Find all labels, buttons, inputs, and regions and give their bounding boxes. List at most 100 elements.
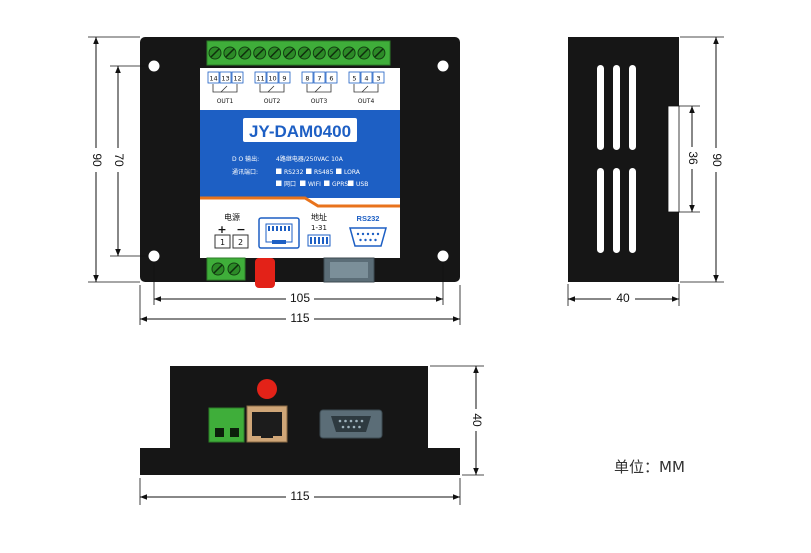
do-output-value: 4路继电器/250VAC 10A xyxy=(276,155,344,163)
relay-pin-box xyxy=(313,71,326,84)
relay-pin-number: 13 xyxy=(221,75,229,83)
dim-bottom-width: 115 xyxy=(290,489,309,503)
comm-port-label: 通讯端口: xyxy=(232,168,258,176)
relay-wiring-line xyxy=(353,84,379,93)
comm-option-label: RS485 xyxy=(314,169,334,176)
db9-pins-icon xyxy=(356,232,380,242)
relay-output-label: OUT1 xyxy=(217,98,234,105)
relay-pin-number: 4 xyxy=(364,75,368,83)
comm-option-label: 网口 xyxy=(284,181,296,188)
bottom-power-terminal xyxy=(208,407,245,443)
relay-pin-box xyxy=(219,71,232,84)
rs232-label: RS232 xyxy=(357,214,380,223)
relay-switch-symbol xyxy=(314,85,322,93)
bottom-db9-pins xyxy=(338,419,364,429)
bottom-case-flange xyxy=(140,448,460,475)
terminal-screw-slot xyxy=(255,48,265,58)
dim-front-width: 115 xyxy=(290,311,309,325)
relay-pin-box xyxy=(325,71,338,84)
db9-shell-front xyxy=(330,262,368,278)
do-output-label: D O 输出: xyxy=(232,155,259,163)
db9-port-icon xyxy=(349,227,387,247)
terminal-screw-slot xyxy=(344,48,354,58)
bottom-dimensions: 40 115 xyxy=(139,365,484,505)
relay-output-label: OUT2 xyxy=(264,98,281,105)
relay-pin-number: 6 xyxy=(329,75,333,83)
comm-option-label: USB xyxy=(356,181,368,188)
dim-front-height: 90 xyxy=(90,153,104,167)
power-pin1-box xyxy=(214,234,231,249)
terminal-screw-slot xyxy=(359,48,369,58)
power-label: 电源 xyxy=(224,212,240,222)
bottom-db9-shell xyxy=(331,416,371,432)
relay-wiring-line xyxy=(259,84,285,93)
relay-pin-number: 12 xyxy=(233,75,241,83)
terminal-screw-slot xyxy=(210,48,220,58)
comm-options-row1: RS232 RS485 LORA xyxy=(276,168,361,176)
relay-pin-box xyxy=(278,71,291,84)
mount-hole-bl xyxy=(148,250,160,262)
terminal-screw-slot xyxy=(329,48,339,58)
terminal-screw-slot xyxy=(240,48,250,58)
comm-option-label: RS232 xyxy=(284,169,304,176)
comm-option-checkbox xyxy=(276,180,282,186)
relay-switch-symbol xyxy=(220,85,228,93)
bottom-terminal-hole-2 xyxy=(230,428,239,437)
side-vent-slots xyxy=(597,65,636,253)
comm-option-checkbox xyxy=(300,180,306,186)
power-pin2: 2 xyxy=(238,238,243,247)
side-view xyxy=(568,37,680,282)
relay-pin-box xyxy=(301,71,314,84)
address-label: 地址 xyxy=(311,212,327,222)
unit-note: 单位：MM xyxy=(614,458,685,476)
model-name: JY-DAM0400 xyxy=(249,122,351,141)
address-range: 1-31 xyxy=(311,224,327,232)
relay-wiring-line xyxy=(212,84,238,93)
side-case xyxy=(568,37,679,282)
relay-pin-number: 9 xyxy=(282,75,286,83)
mount-hole-tl xyxy=(148,60,160,72)
mount-hole-br xyxy=(437,250,449,262)
relay-pin-box xyxy=(266,71,279,84)
model-plate xyxy=(243,118,357,142)
terminal-screw-slot xyxy=(270,48,280,58)
relay-output-label: OUT3 xyxy=(311,98,328,105)
comm-option-checkbox xyxy=(348,180,354,186)
dim-side-height: 90 xyxy=(710,153,724,167)
relay-output-label: OUT4 xyxy=(358,98,375,105)
comm-option-label: LORA xyxy=(344,169,361,176)
comm-option-checkbox xyxy=(336,168,342,174)
relay-pin-number: 7 xyxy=(317,75,321,83)
side-dimensions: 36 90 40 xyxy=(567,36,724,306)
comm-option-label: WIFI xyxy=(308,181,321,188)
plus-label: + xyxy=(217,223,226,236)
power-pin2-box xyxy=(232,234,249,249)
relay-pin-number: 5 xyxy=(352,75,356,83)
terminal-screw-slot xyxy=(284,48,295,58)
dim-side-depth: 40 xyxy=(616,291,630,305)
terminal-screw-slot xyxy=(374,48,384,58)
dim-side-inner: 36 xyxy=(686,151,700,165)
front-dimensions: 90 70 105 115 xyxy=(88,36,461,325)
relay-switch-symbol xyxy=(361,85,369,93)
ethernet-port-icon xyxy=(258,217,300,249)
comm-option-checkbox xyxy=(276,168,282,174)
side-din-rail-slot xyxy=(667,105,680,213)
comm-option-checkbox xyxy=(324,180,330,186)
relay-pin-box xyxy=(207,71,220,84)
comm-option-label: GPRS xyxy=(332,181,348,188)
relay-pin-box xyxy=(360,71,373,84)
terminal-screw-slot xyxy=(314,48,324,58)
relay-pin-number: 10 xyxy=(268,75,276,83)
relay-pin-box xyxy=(372,71,385,84)
relay-pin-box xyxy=(348,71,361,84)
relay-pin-number: 11 xyxy=(256,75,264,83)
relay-pin-number: 14 xyxy=(209,75,217,83)
comm-option-checkbox xyxy=(306,168,312,174)
terminal-screw-slot xyxy=(299,48,309,58)
relay-pin-number: 8 xyxy=(305,75,309,83)
relay-pin-box xyxy=(254,71,267,84)
bottom-terminal-hole-1 xyxy=(215,428,224,437)
